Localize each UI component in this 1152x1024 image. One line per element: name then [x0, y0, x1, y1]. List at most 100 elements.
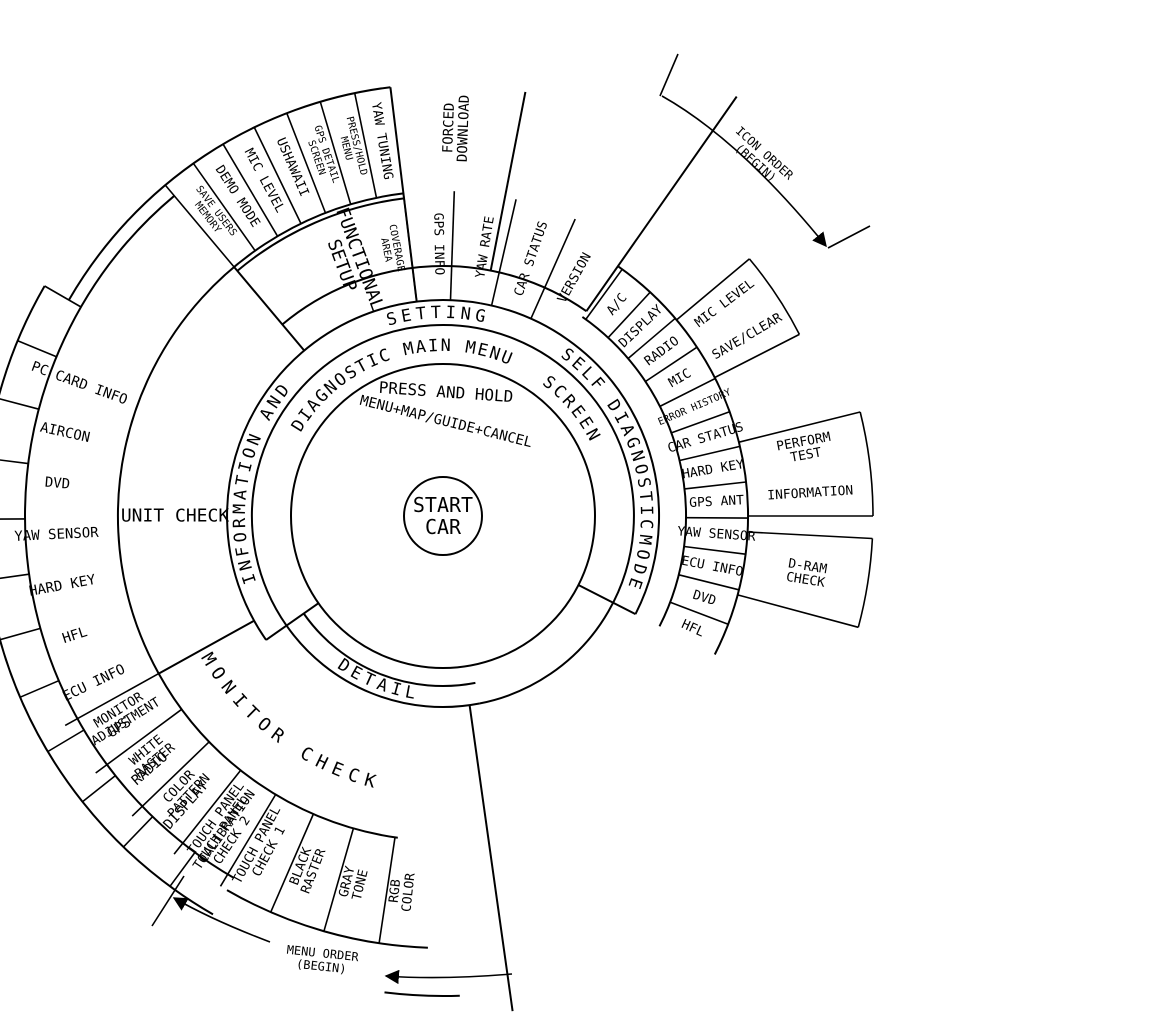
self-diag-item-car-status-line-1: CAR STATUS — [666, 420, 745, 457]
functional-separator-3 — [222, 143, 279, 237]
inner-outer-ring-arc-a — [116, 192, 404, 675]
info-setting-separator-3 — [490, 199, 517, 306]
svg-text:M: M — [197, 649, 221, 669]
inner-outer-ring-arc-b — [157, 673, 398, 839]
svg-text:S: S — [384, 309, 399, 331]
self-diag-separator-6 — [671, 410, 730, 434]
functional-setup-item-ushawaii-line-1: USHAWAII — [273, 136, 312, 199]
svg-text:H: H — [312, 751, 331, 775]
self-diag-item-gps-ant-line-1: GPS ANT — [689, 493, 745, 511]
mic-sub-item-save-clear: SAVE/CLEAR — [710, 310, 785, 363]
self-diag-item-radio: RADIO — [642, 334, 682, 370]
unit-check-label: UNIT CHECK — [121, 506, 230, 527]
svg-text:N: N — [626, 448, 648, 464]
self-diag-items-inner-arc — [581, 316, 688, 627]
ecu-sub-outer — [857, 538, 874, 628]
svg-text:I: I — [239, 571, 261, 587]
svg-text:D: D — [628, 561, 650, 576]
monitor-check-separator-3 — [131, 741, 210, 817]
svg-text:T: T — [415, 304, 427, 325]
ecu-sub-item-d-ram-check-line-1: D-RAM — [787, 556, 828, 577]
unit-check-item-aircon: AIRCON — [39, 420, 92, 446]
svg-text:A: A — [231, 489, 252, 501]
svg-text:I: I — [636, 505, 656, 516]
self-diag-item-error-history-line-1: ERROR HISTORY — [657, 387, 733, 428]
mic-sub-left — [676, 258, 750, 321]
svg-text:I: I — [445, 303, 456, 323]
unit-check-separator-9 — [47, 729, 85, 753]
svg-text:R: R — [230, 517, 250, 529]
monitor-check-separator-2 — [95, 708, 183, 774]
svg-text:O: O — [630, 462, 652, 477]
svg-text:E: E — [475, 340, 490, 362]
unit-check-separator-10 — [82, 774, 116, 803]
monitor-check-item-rgb-color-line-2: COLOR — [399, 872, 418, 913]
svg-text:T: T — [635, 490, 656, 502]
monitor-check-separator-6 — [269, 813, 315, 913]
forced-download-right-line — [489, 91, 527, 271]
info-setting-item-gps-info: GPS INFO — [430, 213, 446, 276]
unit-check-item-hfl-line-1: HFL — [60, 624, 89, 647]
svg-text:A: A — [374, 674, 390, 696]
unit-check-separator-12 — [169, 851, 196, 887]
detail-inner-arc — [302, 612, 476, 688]
monitor-check-item-gray-tone-line-2: TONE — [350, 868, 372, 902]
monitor-check-separator-5 — [219, 794, 277, 887]
hard-key-sub-item-information-line-1: INFORMATION — [767, 483, 854, 503]
svg-text:C: C — [345, 764, 362, 787]
svg-text:I: I — [389, 679, 404, 701]
functional-outer-arc — [68, 86, 391, 301]
unit-check-item-hard-key-line-1: HARD KEY — [28, 572, 98, 600]
start-car-label-line-2: CAR — [425, 515, 462, 539]
functional-separator-2 — [192, 162, 256, 252]
self-diag-item-hfl: HFL — [679, 617, 707, 640]
unit-check-item-yaw-sensor: YAW SENSOR — [14, 525, 100, 545]
svg-text:M: M — [230, 503, 250, 514]
info-setting-separator-2 — [449, 191, 456, 301]
monitor-check-item-gray-tone-line-1: GRAY — [337, 865, 359, 899]
menu-order-start-line — [468, 704, 514, 1012]
svg-text:I: I — [235, 460, 257, 475]
unit-check-separator-2 — [17, 339, 57, 358]
svg-text:T: T — [430, 303, 441, 323]
unit-check-separator-8 — [19, 679, 60, 698]
hard-key-sub-item-information: INFORMATION — [767, 483, 854, 503]
functional-separator-5 — [286, 112, 327, 214]
functional-setup-item-yaw-tuning-line-1: YAW TUNING — [368, 101, 395, 181]
forced-download-left-line — [389, 87, 418, 302]
self-diag-item-mic: MIC — [666, 366, 694, 391]
svg-text:N: N — [459, 304, 471, 325]
unit-check-item-dvd: DVD — [44, 475, 71, 493]
self-diag-item-ecu-info: ECU INFO — [680, 554, 744, 580]
svg-text:S: S — [633, 476, 654, 489]
self-diag-separator-7 — [679, 445, 741, 462]
monitor-check-item-rgb-color-line-1: RGB — [387, 878, 404, 903]
menu-order-arrow-left — [172, 897, 271, 943]
svg-text:M: M — [634, 533, 655, 546]
self-diag-item-hard-key: HARD KEY — [681, 457, 745, 482]
svg-text:N: N — [244, 432, 266, 449]
info-setting-separator-4 — [530, 218, 576, 320]
menu-order-label-line-2: (BEGIN) — [295, 957, 347, 976]
unit-check-item-pc-card-info: PC CARD INFO — [29, 359, 130, 409]
self-diag-separator-10 — [684, 545, 746, 555]
monitor-separator-inner — [265, 602, 320, 641]
info-setting-inner-arc — [281, 265, 587, 326]
svg-text:R: R — [267, 724, 288, 747]
self-diag-separator-8 — [684, 481, 747, 490]
menu-order-arrow-bottom — [384, 969, 513, 985]
functional-setup-item-ushawaii: USHAWAII — [273, 136, 312, 199]
unit-check-separator-3 — [0, 398, 40, 410]
svg-text:F: F — [232, 545, 253, 559]
forced-download-label-line-1: FORCED — [440, 102, 458, 153]
hardkey-sub-outer — [859, 411, 874, 517]
unit-monitor-boundary — [158, 619, 255, 675]
